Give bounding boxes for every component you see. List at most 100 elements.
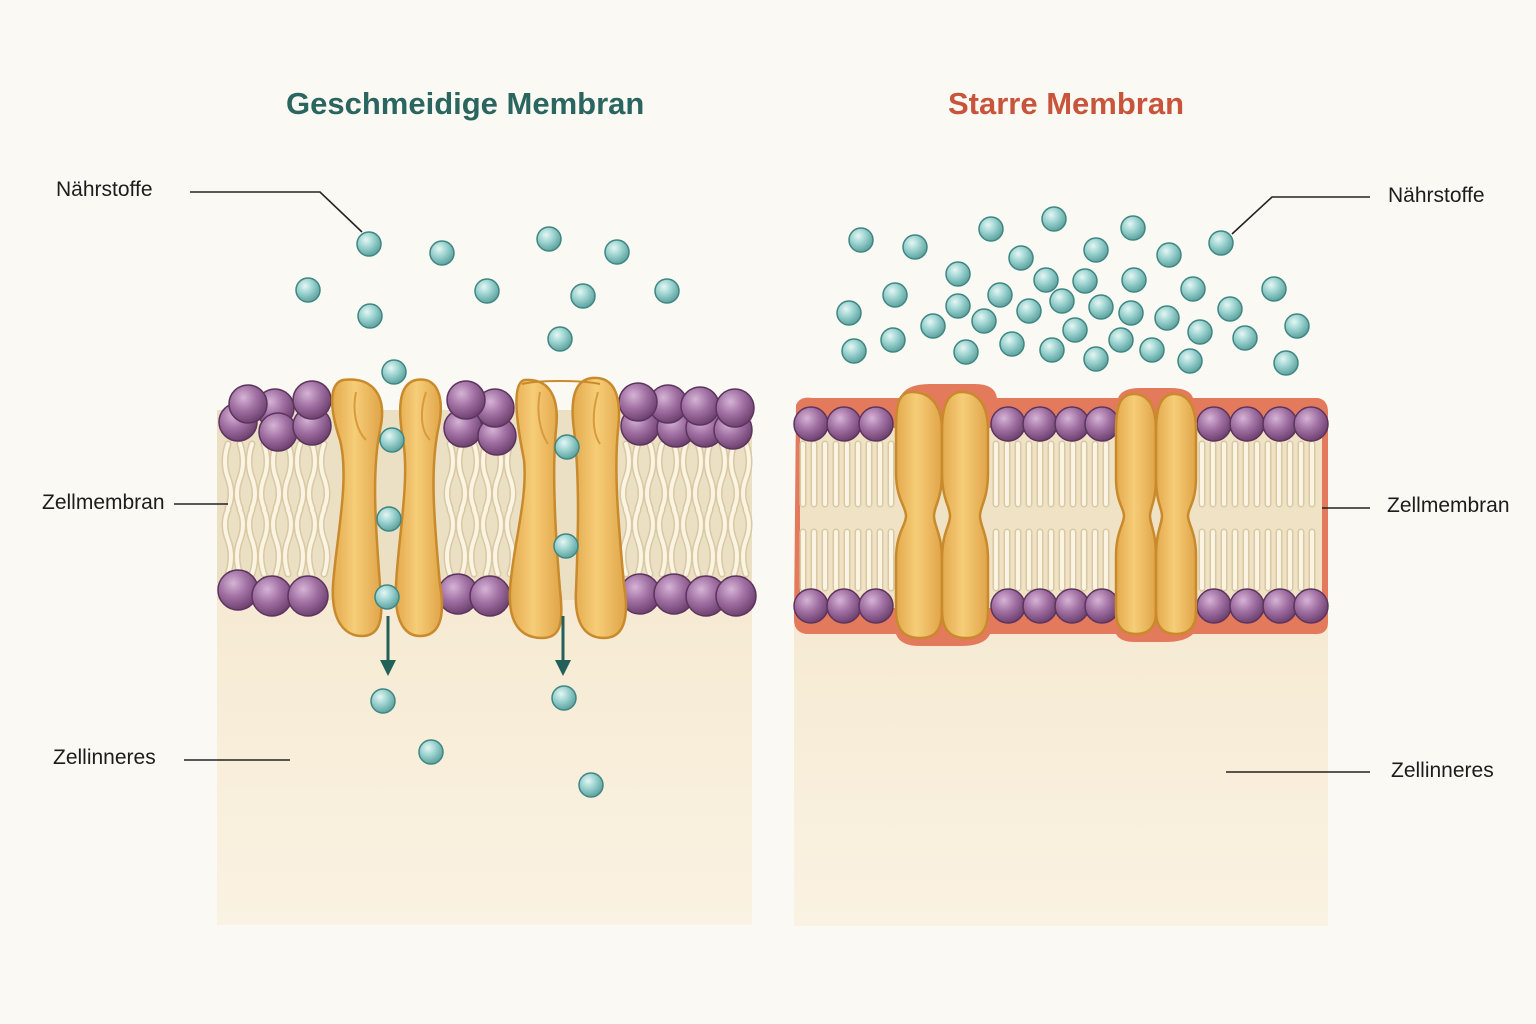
lipid-tail xyxy=(729,508,739,576)
phospholipid-head-icon xyxy=(990,406,1026,442)
nutrient-particle-icon xyxy=(1083,346,1109,372)
nutrient-particle-icon xyxy=(1083,237,1109,263)
cell-interior-region xyxy=(794,625,1328,926)
label-interior-fluid: Zellinneres xyxy=(53,746,156,769)
fluid-membrane-panel xyxy=(174,191,757,925)
phospholipid-head-icon xyxy=(715,388,755,428)
down-arrow-icon xyxy=(380,616,396,676)
nutrient-particle-icon xyxy=(578,772,604,798)
lipid-tails xyxy=(799,440,1316,592)
lipid-tail xyxy=(223,442,233,510)
lipid-tail xyxy=(445,442,455,510)
phospholipid-head-icon xyxy=(715,575,757,617)
lipid-tail xyxy=(247,442,257,510)
lipid-tail xyxy=(283,508,293,576)
protein-channel-icon xyxy=(508,376,628,640)
phospholipid-heads xyxy=(793,406,1329,624)
nutrient-particle-icon xyxy=(1177,348,1203,374)
phospholipid-head-icon xyxy=(217,569,259,611)
phospholipid-head-icon xyxy=(1084,406,1120,442)
nutrient-particle-icon xyxy=(953,339,979,365)
phospholipid-head-icon xyxy=(1196,406,1232,442)
nutrient-particle-icon xyxy=(1156,242,1182,268)
lipid-tail xyxy=(741,442,751,510)
nutrient-particle-icon xyxy=(1049,288,1075,314)
phospholipid-head-icon xyxy=(469,575,511,617)
nutrient-particle-icon xyxy=(1016,298,1042,324)
nutrient-particle-icon xyxy=(547,326,573,352)
nutrient-particle-icon xyxy=(902,234,928,260)
lipid-tail xyxy=(457,442,467,510)
lipid-tail xyxy=(469,508,479,576)
nutrient-particle-icon xyxy=(945,293,971,319)
lipid-tail xyxy=(259,508,269,576)
lipid-tail xyxy=(705,508,715,576)
phospholipid-head-icon xyxy=(446,380,486,420)
lipid-tail xyxy=(307,508,317,576)
nutrient-particle-icon xyxy=(654,278,680,304)
lipid-tail xyxy=(445,508,455,576)
phospholipid-head-icon xyxy=(1084,588,1120,624)
nutrient-particle-icon xyxy=(880,327,906,353)
phospholipid-head-icon xyxy=(228,384,268,424)
lipid-tail xyxy=(669,442,679,510)
nutrient-particle-icon xyxy=(920,313,946,339)
lipid-tail xyxy=(505,442,515,510)
phospholipid-head-icon xyxy=(858,588,894,624)
phospholipid-head-icon xyxy=(251,575,293,617)
lipid-tail xyxy=(717,508,727,576)
phospholipid-head-icon xyxy=(287,575,329,617)
lipid-tail xyxy=(705,442,715,510)
lipid-tail xyxy=(657,442,667,510)
nutrient-particle-icon xyxy=(551,685,577,711)
nutrient-particle-icon xyxy=(376,506,402,532)
phospholipid-head-icon xyxy=(793,406,829,442)
nutrient-particle-icon xyxy=(429,240,455,266)
phospholipid-head-icon xyxy=(793,588,829,624)
nutrient-particle-icon xyxy=(536,226,562,252)
protein-channel-icon xyxy=(1114,392,1198,636)
nutrient-particle-icon xyxy=(570,283,596,309)
phospholipid-head-icon xyxy=(680,386,720,426)
lipid-tail xyxy=(693,442,703,510)
nutrient-particle-icon xyxy=(553,533,579,559)
phospholipid-head-icon xyxy=(1196,588,1232,624)
nutrient-particle-icon xyxy=(1039,337,1065,363)
nutrient-particle-icon xyxy=(554,434,580,460)
lipid-tail xyxy=(481,442,491,510)
phospholipid-head-icon xyxy=(1054,588,1090,624)
lipid-tail xyxy=(295,442,305,510)
lipid-tail xyxy=(235,442,245,510)
rigid-panel-title: Starre Membran xyxy=(948,86,1185,121)
lipid-tail xyxy=(645,442,655,510)
nutrient-particle-icon xyxy=(604,239,630,265)
lipid-tail xyxy=(235,508,245,576)
nutrient-particle-icon xyxy=(1033,267,1059,293)
phospholipid-head-icon xyxy=(258,412,298,452)
cell-interior-region xyxy=(217,600,752,925)
lipid-tail xyxy=(717,442,727,510)
lipid-tail xyxy=(319,442,329,510)
phospholipid-head-icon xyxy=(1054,406,1090,442)
label-membrane-fluid: Zellmembran xyxy=(42,491,165,514)
nutrient-particle-icon xyxy=(978,216,1004,242)
nutrient-particle-icon xyxy=(1121,267,1147,293)
lipid-tail xyxy=(633,508,643,576)
lipid-tail xyxy=(633,442,643,510)
down-arrow-icon xyxy=(555,616,571,676)
phospholipid-head-icon xyxy=(1229,406,1265,442)
nutrient-particle-icon xyxy=(1154,305,1180,331)
nutrient-particle-icon xyxy=(1217,296,1243,322)
nutrient-particle-icon xyxy=(356,231,382,257)
nutrient-particle-icon xyxy=(882,282,908,308)
lipid-tail xyxy=(729,442,739,510)
nutrient-particle-icon xyxy=(1072,268,1098,294)
lipid-tail xyxy=(681,508,691,576)
phospholipid-head-icon xyxy=(1262,406,1298,442)
nutrient-particle-icon xyxy=(848,227,874,253)
phospholipid-head-icon xyxy=(1229,588,1265,624)
lipid-tail xyxy=(223,508,233,576)
nutrient-particle-icon xyxy=(1284,313,1310,339)
lipid-tail xyxy=(469,442,479,510)
nutrient-particle-icon xyxy=(1008,245,1034,271)
